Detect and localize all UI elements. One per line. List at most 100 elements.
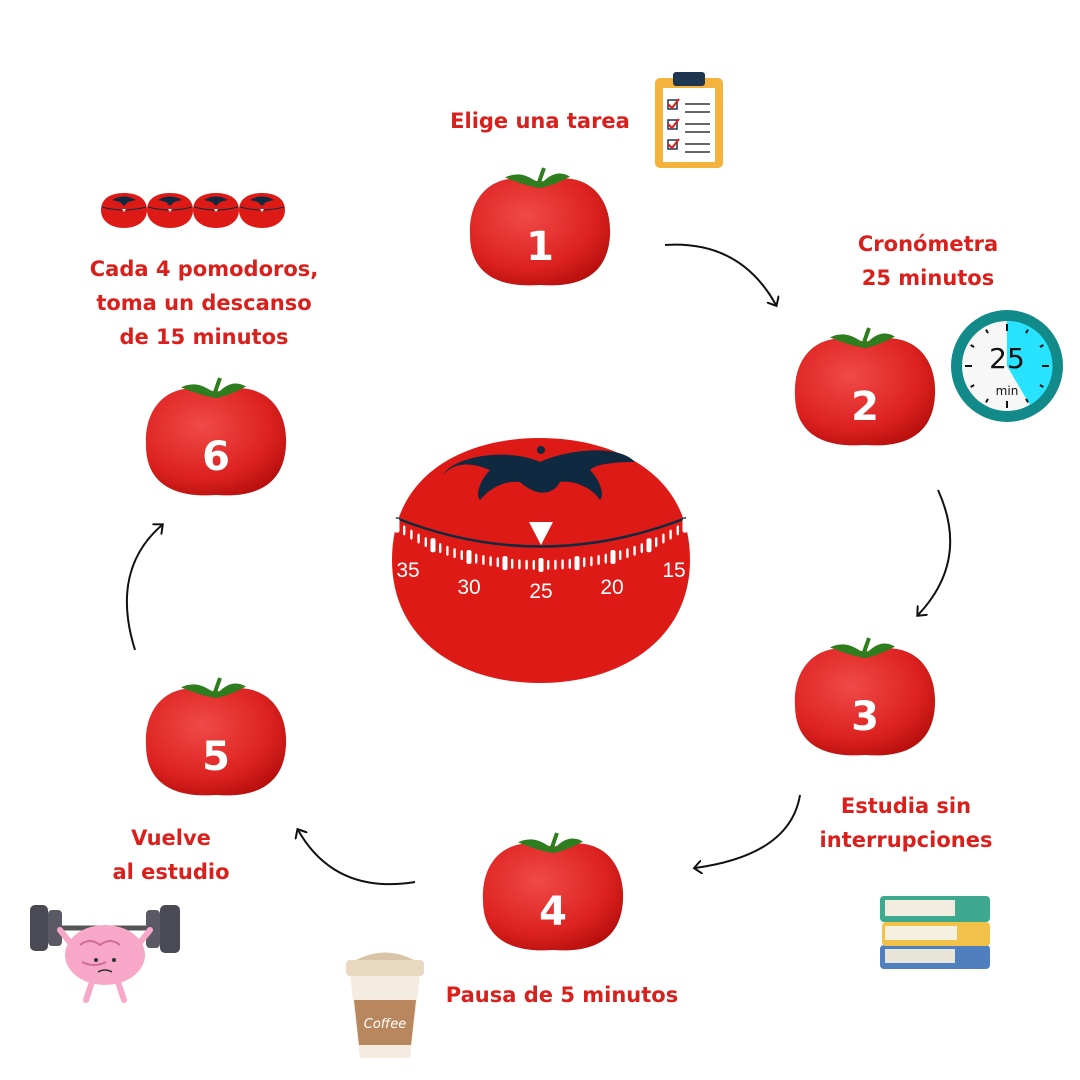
dial-tick — [475, 553, 478, 564]
dial-tick — [682, 518, 688, 533]
dial-tick — [417, 533, 420, 544]
dial-tick — [633, 545, 636, 556]
stopwatch-icon: 25 min — [951, 310, 1063, 422]
label-line: Cada 4 pomodoros, — [89, 257, 319, 281]
tomato-step-2: 2 — [794, 327, 936, 446]
dial-tick — [525, 559, 528, 570]
timer-pointer-icon — [529, 522, 553, 545]
step-label-4: Pausa de 5 minutos — [446, 978, 678, 1012]
step-label-6: Cada 4 pomodoros, toma un descanso de 15 m… — [90, 252, 319, 354]
tomato-step-4: 4 — [482, 832, 624, 951]
dial-tick — [669, 529, 672, 540]
arrow-2-3 — [918, 489, 952, 615]
coffee-cup-text: Coffee — [364, 1017, 406, 1032]
dial-label: 25 — [529, 580, 552, 603]
dial-tick — [604, 553, 607, 564]
tomato-stem-icon — [181, 677, 246, 698]
brain-weightlifting-icon — [30, 905, 180, 1003]
dial-label: 35 — [396, 559, 419, 582]
dial-tick — [482, 555, 485, 566]
stopwatch-value: 25 — [989, 342, 1025, 375]
label-line: de 15 minutos — [119, 325, 289, 349]
label-line: Vuelve — [131, 826, 211, 850]
dial-tick — [532, 559, 535, 570]
arrow-5-6 — [125, 525, 162, 651]
dial-tick — [460, 550, 463, 561]
dial-label: 20 — [600, 576, 623, 599]
tomatoes: 1 2 3 4 5 6 — [145, 167, 936, 951]
dial-tick — [626, 548, 629, 559]
step-label-1: Elige una tarea — [450, 104, 630, 138]
dial-tick — [496, 557, 499, 568]
label-line: interrupciones — [819, 828, 993, 852]
clipboard-checklist-icon — [655, 72, 723, 168]
step-number: 1 — [526, 224, 554, 270]
tomato-step-1: 1 — [469, 167, 611, 286]
tomato-stem-icon — [518, 832, 583, 853]
arrows — [125, 243, 952, 886]
dial-tick — [619, 550, 622, 561]
dial-tick — [489, 556, 492, 567]
step-number: 3 — [851, 694, 879, 740]
step-number: 4 — [539, 889, 567, 935]
tomato-stem-icon — [830, 637, 895, 658]
arrow-3-4 — [695, 794, 801, 868]
step-label-3: Estudia sin interrupciones — [820, 789, 993, 857]
dial-tick — [568, 558, 571, 569]
label-line: Estudia sin — [840, 794, 972, 818]
arrow-1-2 — [664, 243, 776, 305]
dial-tick — [662, 533, 665, 544]
dial-tick — [446, 545, 449, 556]
dial-tick — [424, 537, 427, 548]
step-number: 2 — [851, 384, 879, 430]
dial-tick — [403, 525, 406, 536]
dial-tick — [518, 559, 521, 570]
label-line: al estudio — [112, 860, 230, 884]
tomato-stem-icon — [181, 377, 246, 398]
tomato-stem-icon — [830, 327, 895, 348]
dial-tick — [511, 558, 514, 569]
label-line: Pausa de 5 minutos — [445, 983, 679, 1007]
step-label-2: Cronómetra 25 minutos — [858, 227, 998, 295]
dial-tick — [547, 559, 550, 570]
books-stack-icon — [880, 896, 990, 969]
dial-label: 30 — [457, 576, 480, 599]
tomato-step-3: 3 — [794, 637, 936, 756]
dial-tick — [561, 559, 564, 570]
label-line: Cronómetra — [857, 232, 999, 256]
dial-tick — [466, 549, 472, 564]
dial-tick — [640, 543, 643, 554]
dial-tick — [410, 529, 413, 540]
dial-tick — [538, 558, 544, 572]
dial-tick — [453, 548, 456, 559]
tomato-step-5: 5 — [145, 677, 287, 796]
dial-tick — [554, 559, 557, 570]
dial-tick — [430, 538, 436, 553]
tomato-step-6: 6 — [145, 377, 287, 496]
step-label-5: Vuelve al estudio — [112, 821, 229, 889]
dial-tick — [439, 543, 442, 554]
coffee-cup-icon: Coffee — [346, 952, 424, 1058]
dial-tick — [574, 556, 580, 571]
dial-tick — [655, 537, 658, 548]
dial-tick — [590, 556, 593, 567]
label-line: Elige una tarea — [450, 109, 630, 133]
dial-tick — [583, 557, 586, 568]
dial-tick — [610, 549, 616, 564]
dial-tick — [394, 518, 400, 533]
timer-leaves-icon — [443, 450, 635, 500]
tomato-stem-icon — [505, 167, 570, 188]
label-line: toma un descanso — [96, 291, 312, 315]
mini-timers-icon — [101, 193, 285, 228]
dial-tick — [502, 556, 508, 571]
pomodoro-timer: 35 30 25 20 15 — [392, 438, 690, 683]
step-number: 5 — [202, 734, 230, 780]
stopwatch-unit: min — [996, 384, 1019, 398]
dial-label: 15 — [662, 559, 685, 582]
dial-tick — [676, 525, 679, 536]
step-number: 6 — [202, 434, 230, 480]
label-line: 25 minutos — [861, 266, 995, 290]
dial-tick — [646, 538, 652, 553]
